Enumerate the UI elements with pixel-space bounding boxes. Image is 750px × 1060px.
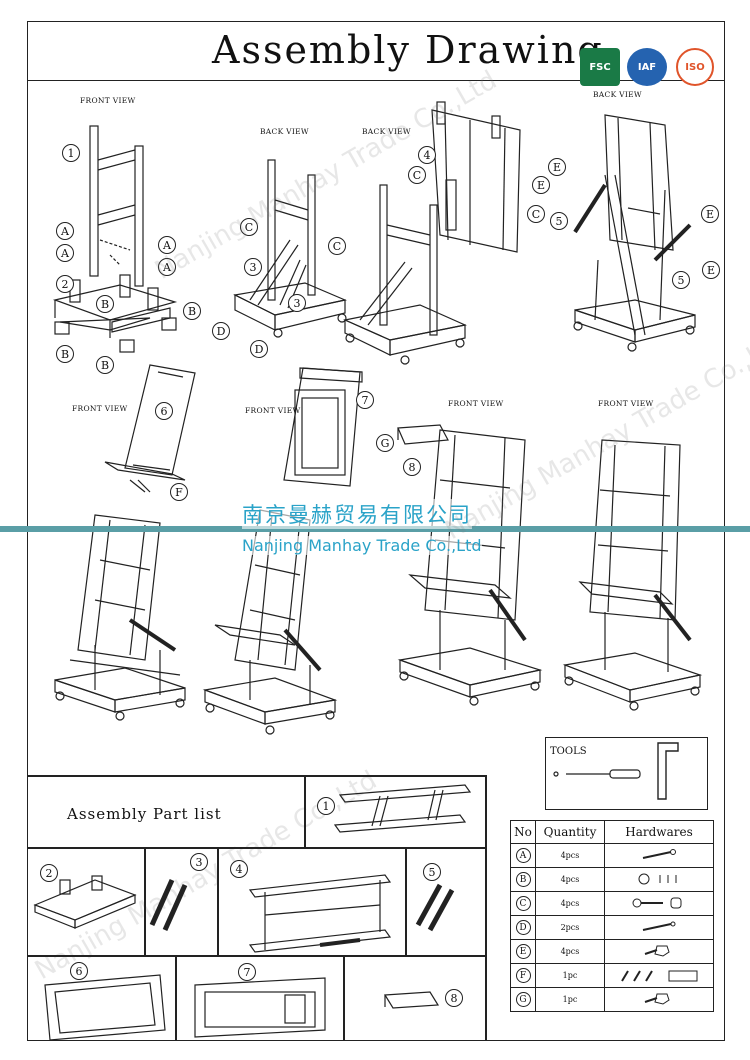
table-row: E 4pcs: [510, 939, 714, 964]
header-hardwares: Hardwares: [604, 820, 714, 844]
iso-logo: ISO: [676, 48, 714, 86]
watermark-chinese: 南京曼赫贸易有限公司: [242, 499, 472, 529]
callout-g: G: [376, 434, 394, 452]
part-6-number: 6: [70, 962, 88, 980]
row-c-no: C: [515, 896, 531, 911]
hardware-table-header: No Quantity Hardwares: [510, 820, 714, 844]
row-e-no: E: [515, 944, 531, 959]
iso-logo-text: ISO: [685, 61, 705, 73]
table-row: F 1pc: [510, 963, 714, 988]
row-g-qty: 1pc: [535, 987, 605, 1012]
part-8-number: 8: [445, 989, 463, 1007]
row-c-qty: 4pcs: [535, 891, 605, 916]
row-f-no: F: [515, 968, 531, 983]
tools-label: TOOLS: [550, 746, 587, 757]
hex-key-icon: [657, 742, 679, 800]
callout-b-1: B: [96, 295, 114, 313]
knob-bolt-icon: [604, 987, 714, 1012]
step-number-2: 2: [56, 275, 74, 293]
table-row: G 1pc: [510, 987, 714, 1012]
step-number-3a: 3: [244, 258, 262, 276]
part-1-number: 1: [317, 797, 335, 815]
callout-f: F: [170, 483, 188, 501]
row-e-qty: 4pcs: [535, 939, 605, 964]
long-bolt-icon: [604, 915, 714, 940]
row-b-qty: 4pcs: [535, 867, 605, 892]
screwdriver-icon: [553, 769, 641, 779]
table-row: D 2pcs: [510, 915, 714, 940]
row-d-qty: 2pcs: [535, 915, 605, 940]
parts-list-title: Assembly Part list: [67, 805, 222, 823]
fsc-logo: FSC: [580, 48, 620, 86]
fsc-logo-text: FSC: [589, 61, 611, 73]
row-d-no: D: [515, 920, 531, 935]
callout-c-3: C: [408, 166, 426, 184]
part-7-number: 7: [238, 963, 256, 981]
watermark-band: [0, 526, 750, 532]
knob-screw-icon: [604, 939, 714, 964]
screw-icon: [604, 843, 714, 868]
callout-c-2: C: [328, 237, 346, 255]
table-row: B 4pcs: [510, 867, 714, 892]
page-title: Assembly Drawing: [212, 28, 604, 72]
step-number-4: 4: [418, 146, 436, 164]
iaf-logo-text: IAF: [637, 61, 657, 73]
view-label-front-3: FRONT VIEW: [245, 406, 301, 415]
step-number-1: 1: [62, 144, 80, 162]
callout-a-2: A: [56, 244, 74, 262]
view-label-back-3: BACK VIEW: [593, 90, 642, 99]
callout-d-2: D: [250, 340, 268, 358]
callout-e-1: E: [548, 158, 566, 176]
step-number-3b: 3: [288, 294, 306, 312]
title-bar: [27, 21, 725, 81]
part-2-number: 2: [40, 864, 58, 882]
callout-d-1: D: [212, 322, 230, 340]
table-row: C 4pcs: [510, 891, 714, 916]
part-4-number: 4: [230, 860, 248, 878]
view-label-front-5: FRONT VIEW: [598, 399, 654, 408]
callout-b-2: B: [183, 302, 201, 320]
callout-c-1: C: [240, 218, 258, 236]
screws-and-clamp-icon: [604, 963, 714, 988]
callout-a-3: A: [158, 236, 176, 254]
view-label-front-4: FRONT VIEW: [448, 399, 504, 408]
step-number-8: 8: [403, 458, 421, 476]
view-label-front-1: FRONT VIEW: [80, 96, 136, 105]
callout-c-4: C: [527, 205, 545, 223]
header-quantity: Quantity: [535, 820, 605, 844]
parts-list-section: Assembly Part list: [27, 775, 487, 1041]
step-number-5a: 5: [550, 212, 568, 230]
bolt-knob-icon: [604, 891, 714, 916]
callout-b-3: B: [56, 345, 74, 363]
view-label-back-2: BACK VIEW: [362, 127, 411, 136]
callout-e-3: E: [701, 205, 719, 223]
watermark-english: Nanjing Manhay Trade Co.,Ltd: [242, 536, 482, 555]
callout-e-2: E: [532, 176, 550, 194]
view-label-back-1: BACK VIEW: [260, 127, 309, 136]
iaf-logo: IAF: [627, 48, 667, 86]
callout-a-4: A: [158, 258, 176, 276]
callout-a-1: A: [56, 222, 74, 240]
header-no: No: [510, 820, 536, 844]
row-a-qty: 4pcs: [535, 843, 605, 868]
row-b-no: B: [515, 872, 531, 887]
caster-wheel-icon: [604, 867, 714, 892]
table-row: A 4pcs: [510, 843, 714, 868]
callout-e-4: E: [702, 261, 720, 279]
row-f-qty: 1pc: [535, 963, 605, 988]
part-5-number: 5: [423, 863, 441, 881]
row-a-no: A: [515, 848, 531, 863]
part-3-number: 3: [190, 853, 208, 871]
row-g-no: G: [515, 992, 531, 1007]
tools-box: TOOLS: [545, 737, 708, 810]
hardware-table: No Quantity Hardwares A 4pcs B 4pcs C 4p…: [510, 820, 714, 1012]
step-number-6: 6: [155, 402, 173, 420]
step-number-5b: 5: [672, 271, 690, 289]
callout-b-4: B: [96, 356, 114, 374]
step-number-7: 7: [356, 391, 374, 409]
view-label-front-2: FRONT VIEW: [72, 404, 128, 413]
